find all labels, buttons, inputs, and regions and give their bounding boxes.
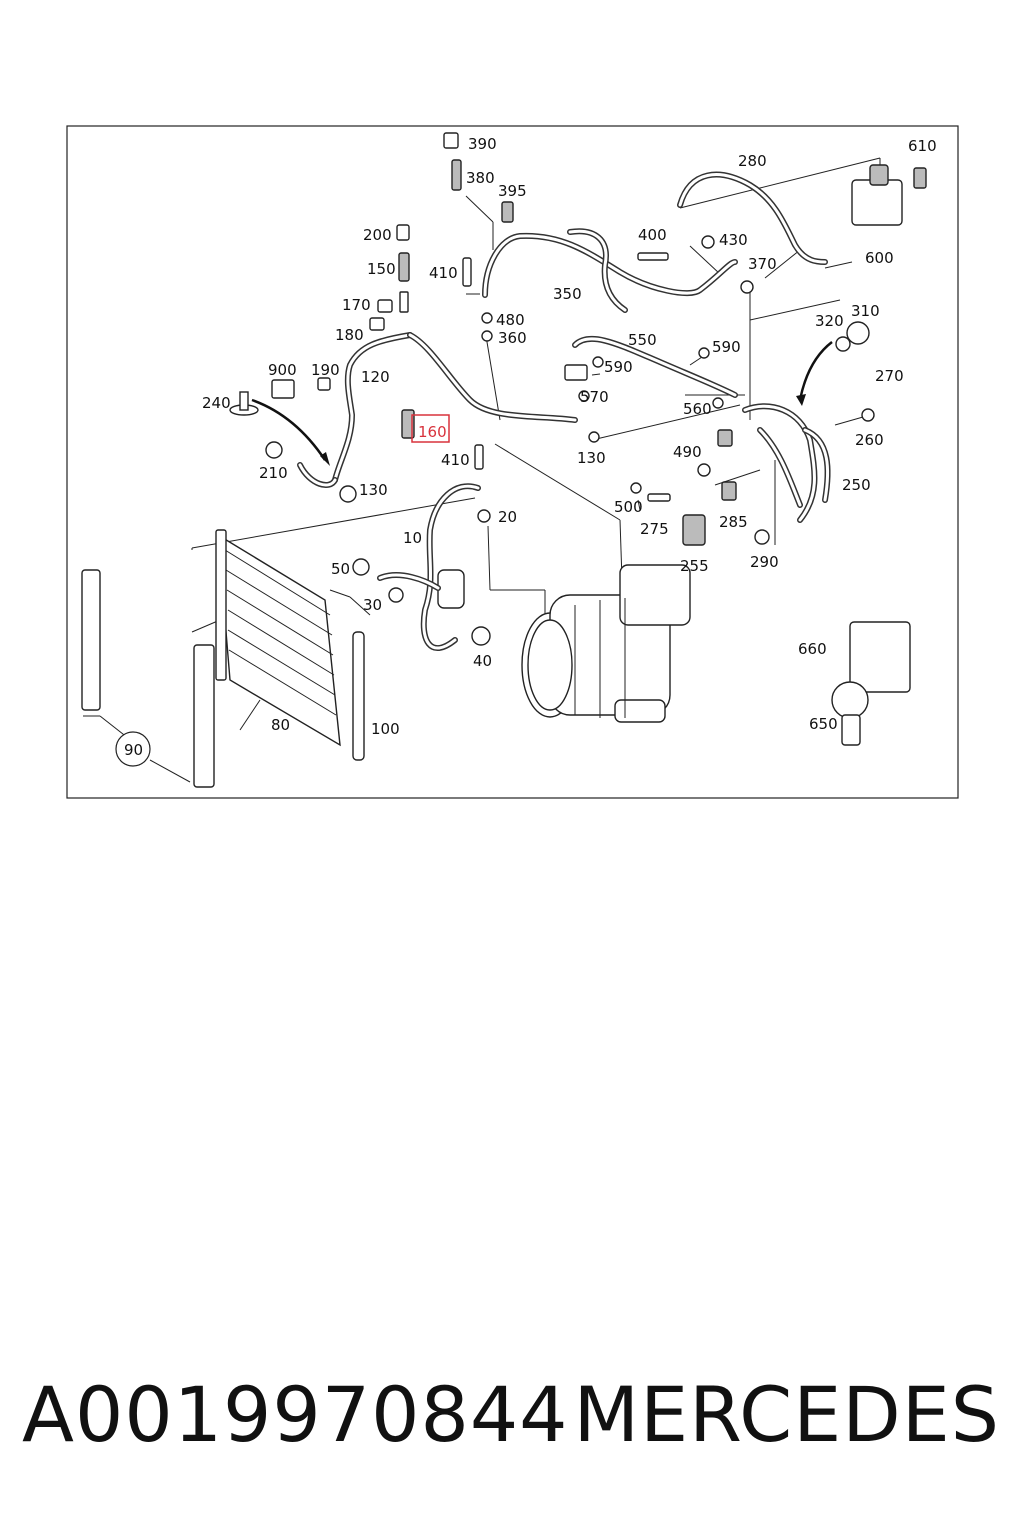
callout-240: 240 [202,394,231,412]
callout-480: 480 [496,311,525,329]
callout-255: 255 [680,557,709,575]
callout-550: 550 [628,331,657,349]
callout-390: 390 [468,135,497,153]
callout-600: 600 [865,249,894,267]
part-number-label: A0019970844 [22,1370,569,1459]
callout-500: 500 [614,498,643,516]
callout-370: 370 [748,255,777,273]
callout-160-highlighted: 160 [418,423,447,441]
callout-410-lower: 410 [441,451,470,469]
callout-410-upper: 410 [429,264,458,282]
callout-570: 570 [580,388,609,406]
callout-180: 180 [335,326,364,344]
callout-90-circle [115,731,151,767]
callout-20: 20 [498,508,517,526]
callout-430: 430 [719,231,748,249]
highlight-box [411,414,450,443]
callout-350: 350 [553,285,582,303]
callout-80: 80 [271,716,290,734]
callout-280: 280 [738,152,767,170]
callout-560: 560 [683,400,712,418]
callout-380: 380 [466,169,495,187]
callout-30: 30 [363,596,382,614]
parts-diagram: 390 380 395 280 610 200 150 410 400 430 … [66,125,959,799]
callout-400: 400 [638,226,667,244]
callout-50: 50 [331,560,350,578]
callout-290: 290 [750,553,779,571]
callout-360: 360 [498,329,527,347]
callout-590-left: 590 [604,358,633,376]
callout-260: 260 [855,431,884,449]
callout-660: 660 [798,640,827,658]
callout-210: 210 [259,464,288,482]
callout-100: 100 [371,720,400,738]
callout-270: 270 [875,367,904,385]
callout-310: 310 [851,302,880,320]
callout-395: 395 [498,182,527,200]
callout-90: 90 [124,741,143,759]
callout-650: 650 [809,715,838,733]
callout-10: 10 [403,529,422,547]
callout-190: 190 [311,361,340,379]
callout-150: 150 [367,260,396,278]
callout-40: 40 [473,652,492,670]
brand-label: MERCEDES [573,1370,1000,1459]
callout-610: 610 [908,137,937,155]
condenser-sketch [215,529,341,747]
caption-footer: A0019970844 MERCEDES [0,1370,1024,1470]
callout-130-lower: 130 [359,481,388,499]
callout-170: 170 [342,296,371,314]
callout-320: 320 [815,312,844,330]
callout-130-upper: 130 [577,449,606,467]
part-sketches [81,132,927,788]
callout-285: 285 [719,513,748,531]
callout-200: 200 [363,226,392,244]
callout-250: 250 [842,476,871,494]
callout-900: 900 [268,361,297,379]
exploded-view-drawing: 390 380 395 280 610 200 150 410 400 430 … [66,125,959,799]
callout-590-right: 590 [712,338,741,356]
callout-120: 120 [361,368,390,386]
compressor-sketch [521,564,691,723]
callout-490: 490 [673,443,702,461]
callout-275: 275 [640,520,669,538]
callout-labels: 390 380 395 280 610 200 150 410 400 430 … [115,135,937,767]
leader-lines [83,157,881,783]
